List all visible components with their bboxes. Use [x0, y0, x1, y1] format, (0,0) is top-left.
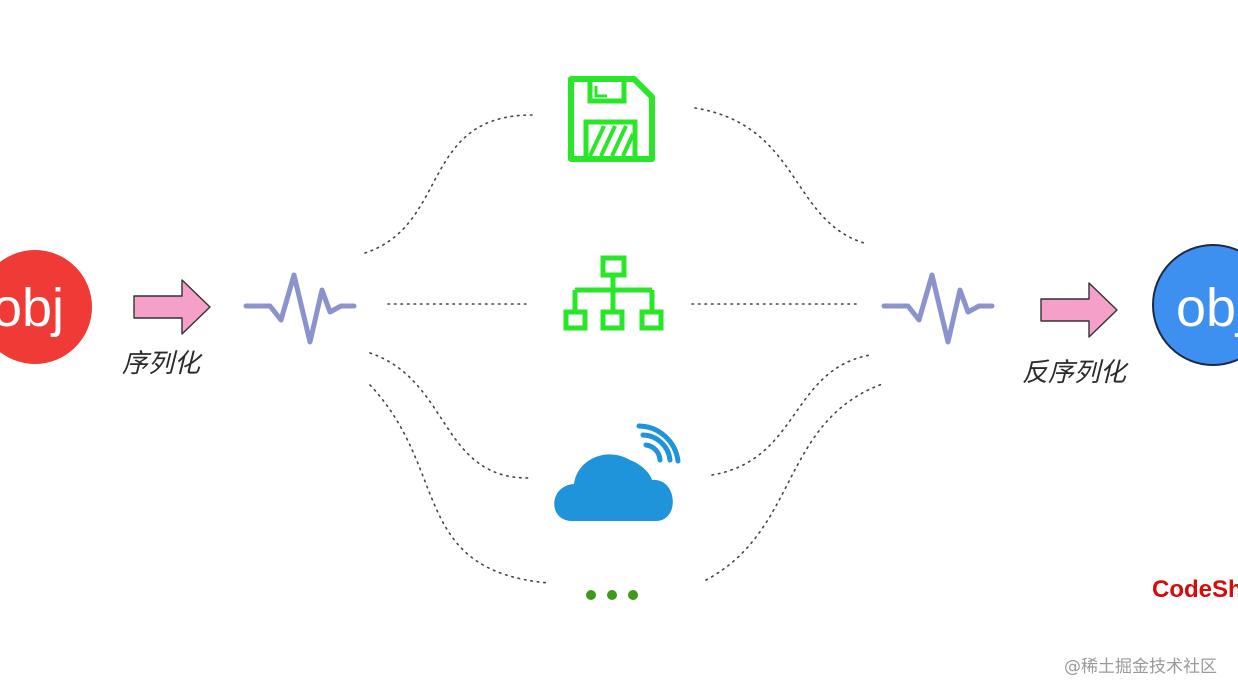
deserialize-arrow-icon [1040, 282, 1118, 338]
deserialize-label: 反序列化 [1022, 358, 1129, 388]
right-connector-cloud [711, 354, 871, 476]
right-signal-wave-icon [881, 272, 995, 345]
floppy-disk-icon [568, 76, 655, 162]
left-connector-top [364, 114, 533, 254]
left-object-circle [0, 250, 92, 364]
right-object-circle [1152, 244, 1238, 366]
serialize-arrow-icon [133, 279, 211, 335]
left-object-label: obj [0, 278, 64, 338]
cloud-wireless-icon [554, 423, 681, 521]
network-tree-icon [563, 255, 664, 331]
left-signal-wave-icon [243, 272, 357, 345]
serialize-label: 序列化 [122, 349, 203, 379]
right-object-label: obj [1176, 278, 1238, 338]
ellipsis-icon [586, 590, 638, 600]
right-connector-more [705, 382, 886, 581]
brand-text: CodeSh [1152, 576, 1238, 603]
right-connector-top [694, 107, 865, 244]
watermark-text: @稀土掘金技术社区 [1064, 657, 1217, 677]
right-object: obj [1152, 244, 1238, 366]
left-connector-more [369, 384, 549, 584]
left-object: obj [0, 250, 92, 364]
